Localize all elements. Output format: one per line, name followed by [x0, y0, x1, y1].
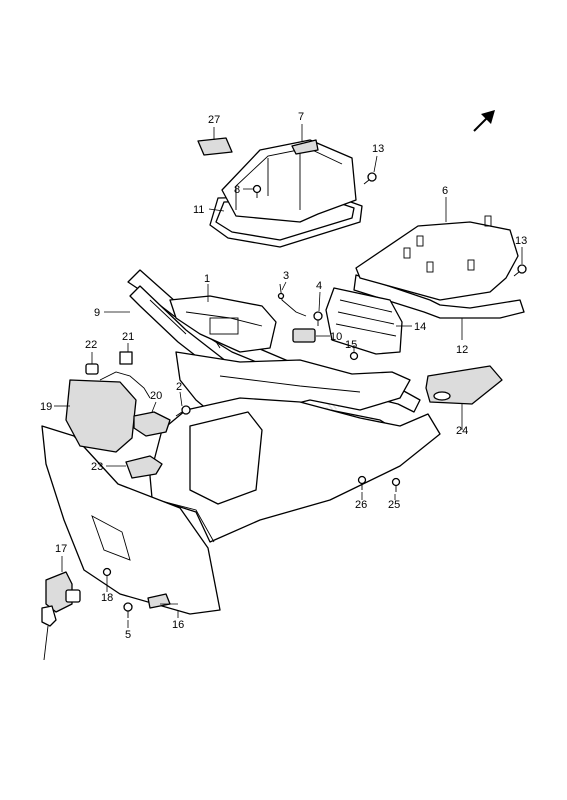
part-22-clip: [85, 363, 99, 375]
part-26-screw: [357, 475, 367, 490]
part-7-storage-box: [221, 139, 357, 223]
part-5-screw: [123, 602, 133, 618]
callout-21: 21: [122, 331, 134, 343]
arrow-up-right-icon: [473, 110, 495, 132]
part-lower-cowl: [149, 397, 441, 543]
callout-11: 11: [193, 204, 204, 216]
part-17-lock: [41, 571, 81, 661]
part-24-cover: [425, 365, 503, 405]
part-20-lamp: [133, 411, 171, 437]
leader-lines: [54, 124, 523, 628]
callout-27: 27: [208, 114, 220, 126]
callout-7: 7: [298, 111, 304, 123]
callout-22: 22: [85, 339, 97, 351]
part-1-bracket: [169, 295, 277, 353]
callout-labels: 27 7 13 8 11 6 13 1 3 4 9 14 10 12 15 21…: [40, 111, 527, 641]
callout-12: 12: [456, 344, 468, 356]
part-3-wire: [277, 283, 307, 317]
callout-1: 1: [204, 273, 210, 285]
part-14-plate: [325, 287, 403, 355]
callout-20: 20: [150, 390, 162, 402]
callout-14: 14: [414, 321, 426, 333]
callout-9: 9: [94, 307, 100, 319]
callout-2: 2: [176, 381, 182, 393]
callout-18: 18: [101, 592, 113, 604]
part-19-pad: [65, 379, 137, 453]
part-2-screw: [175, 405, 191, 417]
part-13-screw-b: [513, 264, 527, 277]
part-13-screw-a: [363, 172, 377, 185]
callout-8: 8: [234, 184, 240, 196]
callout-24: 24: [456, 425, 468, 437]
callout-25: 25: [388, 499, 400, 511]
part-4-screw: [313, 311, 323, 326]
part-8-screw: [252, 184, 262, 198]
part-25-screw: [391, 477, 401, 492]
callout-10: 10: [330, 331, 342, 343]
part-16-side-panel: [41, 425, 221, 615]
callout-4: 4: [316, 280, 322, 292]
callout-5: 5: [125, 629, 131, 641]
callout-13-b: 13: [515, 235, 527, 247]
callout-16: 16: [172, 619, 184, 631]
callout-6: 6: [442, 185, 448, 197]
part-15-screw: [349, 351, 359, 361]
callout-3: 3: [283, 270, 289, 282]
part-23-latch: [125, 455, 163, 479]
callout-19: 19: [40, 401, 52, 413]
part-6-lid-panel: [355, 215, 519, 301]
part-27-pad: [197, 137, 233, 156]
callout-23: 23: [91, 461, 103, 473]
part-21-connector: [99, 351, 151, 399]
callout-13-a: 13: [372, 143, 384, 155]
callout-26: 26: [355, 499, 367, 511]
callout-15: 15: [345, 339, 357, 351]
callout-17: 17: [55, 543, 67, 555]
part-12-gasket: [353, 274, 525, 319]
part-18-screw: [102, 567, 112, 577]
part-10-clip: [292, 328, 316, 343]
